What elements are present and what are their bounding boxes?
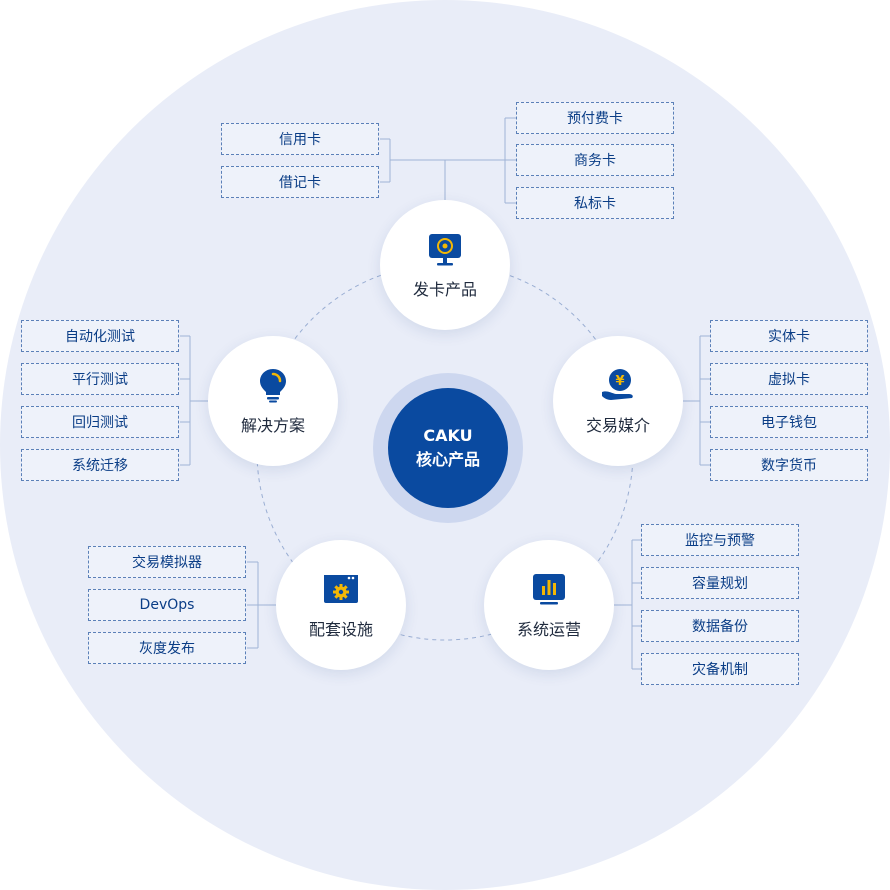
core-product: CAKU 核心产品 (388, 388, 508, 508)
branch-box-private-label-card[interactable]: 私标卡 (516, 187, 674, 219)
branch-box-parallel-testing[interactable]: 平行测试 (21, 363, 179, 395)
node-facilities-label: 配套设施 (308, 620, 373, 639)
transaction-media-connectors (683, 335, 710, 466)
solutions-connectors (180, 335, 208, 466)
core-title: CAKU (423, 426, 473, 445)
node-operations[interactable]: 系统运营 (484, 540, 614, 670)
node-facilities[interactable]: 配套设施 (276, 540, 406, 670)
node-operations-label: 系统运营 (516, 620, 581, 639)
branch-box-virtual-card[interactable]: 虚拟卡 (710, 363, 868, 395)
node-card-issuing-label: 发卡产品 (412, 280, 477, 299)
branch-box-capacity-planning[interactable]: 容量规划 (641, 567, 799, 599)
branch-box-devops[interactable]: DevOps (88, 589, 246, 621)
node-card-issuing[interactable]: 发卡产品 (380, 200, 510, 330)
branch-box-business-card[interactable]: 商务卡 (516, 144, 674, 176)
node-transaction-media[interactable]: ¥ 交易媒介 (553, 336, 683, 466)
card-issuing-connectors (380, 117, 516, 204)
branch-box-debit-card[interactable]: 借记卡 (221, 166, 379, 198)
facilities-connectors (247, 561, 276, 649)
branch-box-gray-release[interactable]: 灰度发布 (88, 632, 246, 664)
gear-window-icon (324, 575, 358, 603)
card-monitor-icon (429, 234, 461, 266)
branch-box-system-migration[interactable]: 系统迁移 (21, 449, 179, 481)
branch-box-physical-card[interactable]: 实体卡 (710, 320, 868, 352)
node-solutions-label: 解决方案 (240, 416, 305, 435)
branch-box-transaction-simulator[interactable]: 交易模拟器 (88, 546, 246, 578)
branch-box-automated-testing[interactable]: 自动化测试 (21, 320, 179, 352)
branch-box-data-backup[interactable]: 数据备份 (641, 610, 799, 642)
branch-box-monitoring-alerting[interactable]: 监控与预警 (641, 524, 799, 556)
node-solutions[interactable]: 解决方案 (208, 336, 338, 466)
branch-box-prepaid-card[interactable]: 预付费卡 (516, 102, 674, 134)
branch-box-regression-testing[interactable]: 回归测试 (21, 406, 179, 438)
bar-chart-monitor-icon (533, 574, 565, 605)
svg-text:¥: ¥ (615, 374, 624, 389)
branch-box-disaster-recovery[interactable]: 灾备机制 (641, 653, 799, 685)
core-subtitle: 核心产品 (415, 450, 480, 469)
branch-box-digital-currency[interactable]: 数字货币 (710, 449, 868, 481)
operations-connectors (614, 539, 641, 670)
node-transaction-media-label: 交易媒介 (585, 416, 650, 435)
lightbulb-icon (260, 369, 286, 403)
branch-box-credit-card[interactable]: 信用卡 (221, 123, 379, 155)
yuan-coin-hand-icon: ¥ (602, 369, 633, 400)
branch-box-e-wallet[interactable]: 电子钱包 (710, 406, 868, 438)
